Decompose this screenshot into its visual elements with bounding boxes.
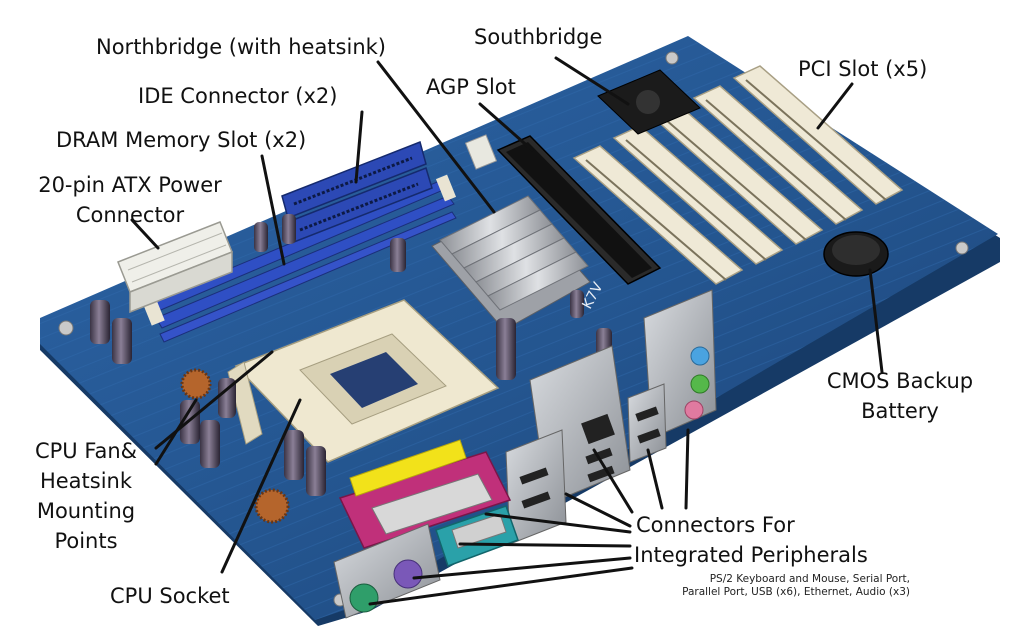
label-cmos-battery: CMOS Backup Battery <box>814 366 986 426</box>
label-agp-slot: AGP Slot <box>426 75 516 99</box>
pointer-northbridge <box>376 60 496 214</box>
label-cpu-fan-line2: Heatsink <box>39 469 133 493</box>
atx-power-connector <box>117 221 233 314</box>
pointer-conn-3 <box>684 428 690 510</box>
label-dram-slot: DRAM Memory Slot (x2) <box>56 128 307 152</box>
label-cpu-fan-line4: Points <box>54 529 118 553</box>
inductors <box>180 368 290 524</box>
pointer-conn-5 <box>484 512 632 534</box>
pointer-pci <box>816 82 854 130</box>
pointer-dram <box>260 154 286 266</box>
label-cpu-fan-line3: Mounting <box>36 499 136 523</box>
cpu-socket <box>227 299 500 463</box>
pointer-cpu-socket <box>220 398 302 574</box>
label-southbridge: Southbridge <box>474 25 603 49</box>
pointer-agp <box>478 102 534 152</box>
capacitors <box>90 214 612 496</box>
label-ide-connector: IDE Connector (x2) <box>138 84 338 108</box>
pointer-conn-6 <box>458 542 632 548</box>
pointer-atx <box>130 218 160 250</box>
label-cpu-fan: CPU Fan& Heatsink Mounting Points <box>10 436 162 556</box>
pointer-ide <box>354 110 364 184</box>
label-cpu-socket: CPU Socket <box>110 584 230 608</box>
southbridge-chip <box>597 69 701 135</box>
label-cpu-fan-line1: CPU Fan& <box>34 439 138 463</box>
cmos-battery <box>823 231 889 277</box>
pci-slots <box>572 65 904 285</box>
pointer-conn-7 <box>412 556 632 580</box>
label-atx-power: 20-pin ATX Power Connector <box>18 170 242 230</box>
label-cmos-line1: CMOS Backup <box>826 369 974 393</box>
pointer-conn-8 <box>368 566 634 606</box>
ide-connectors <box>281 140 433 243</box>
label-connectors-detail-line1: PS/2 Keyboard and Mouse, Serial Port, <box>709 573 910 585</box>
pointer-southbridge <box>554 56 630 106</box>
label-connectors-detail-line2: Parallel Port, USB (x6), Ethernet, Audio… <box>682 586 910 598</box>
pointer-cpu-fan-2 <box>154 398 198 466</box>
label-northbridge: Northbridge (with heatsink) <box>96 35 386 59</box>
label-atx-power-line2: Connector <box>75 203 185 227</box>
pointer-conn-1 <box>592 448 634 514</box>
pointer-lines <box>130 56 884 606</box>
northbridge-heatsink <box>431 195 591 331</box>
pointer-conn-2 <box>646 448 664 510</box>
pointer-cmos <box>868 268 884 374</box>
label-pci-slot: PCI Slot (x5) <box>798 57 928 81</box>
pointer-conn-4 <box>564 492 632 528</box>
label-connectors-detail: PS/2 Keyboard and Mouse, Serial Port, Pa… <box>634 573 910 599</box>
label-cmos-line2: Battery <box>861 399 939 423</box>
label-connectors-line1: Connectors For <box>636 513 795 537</box>
label-atx-power-line1: 20-pin ATX Power <box>38 173 222 197</box>
dram-memory-slots <box>141 174 457 343</box>
agp-slot <box>464 134 662 285</box>
label-connectors-line2: Integrated Peripherals <box>634 543 868 567</box>
rear-io-panel <box>333 289 717 619</box>
